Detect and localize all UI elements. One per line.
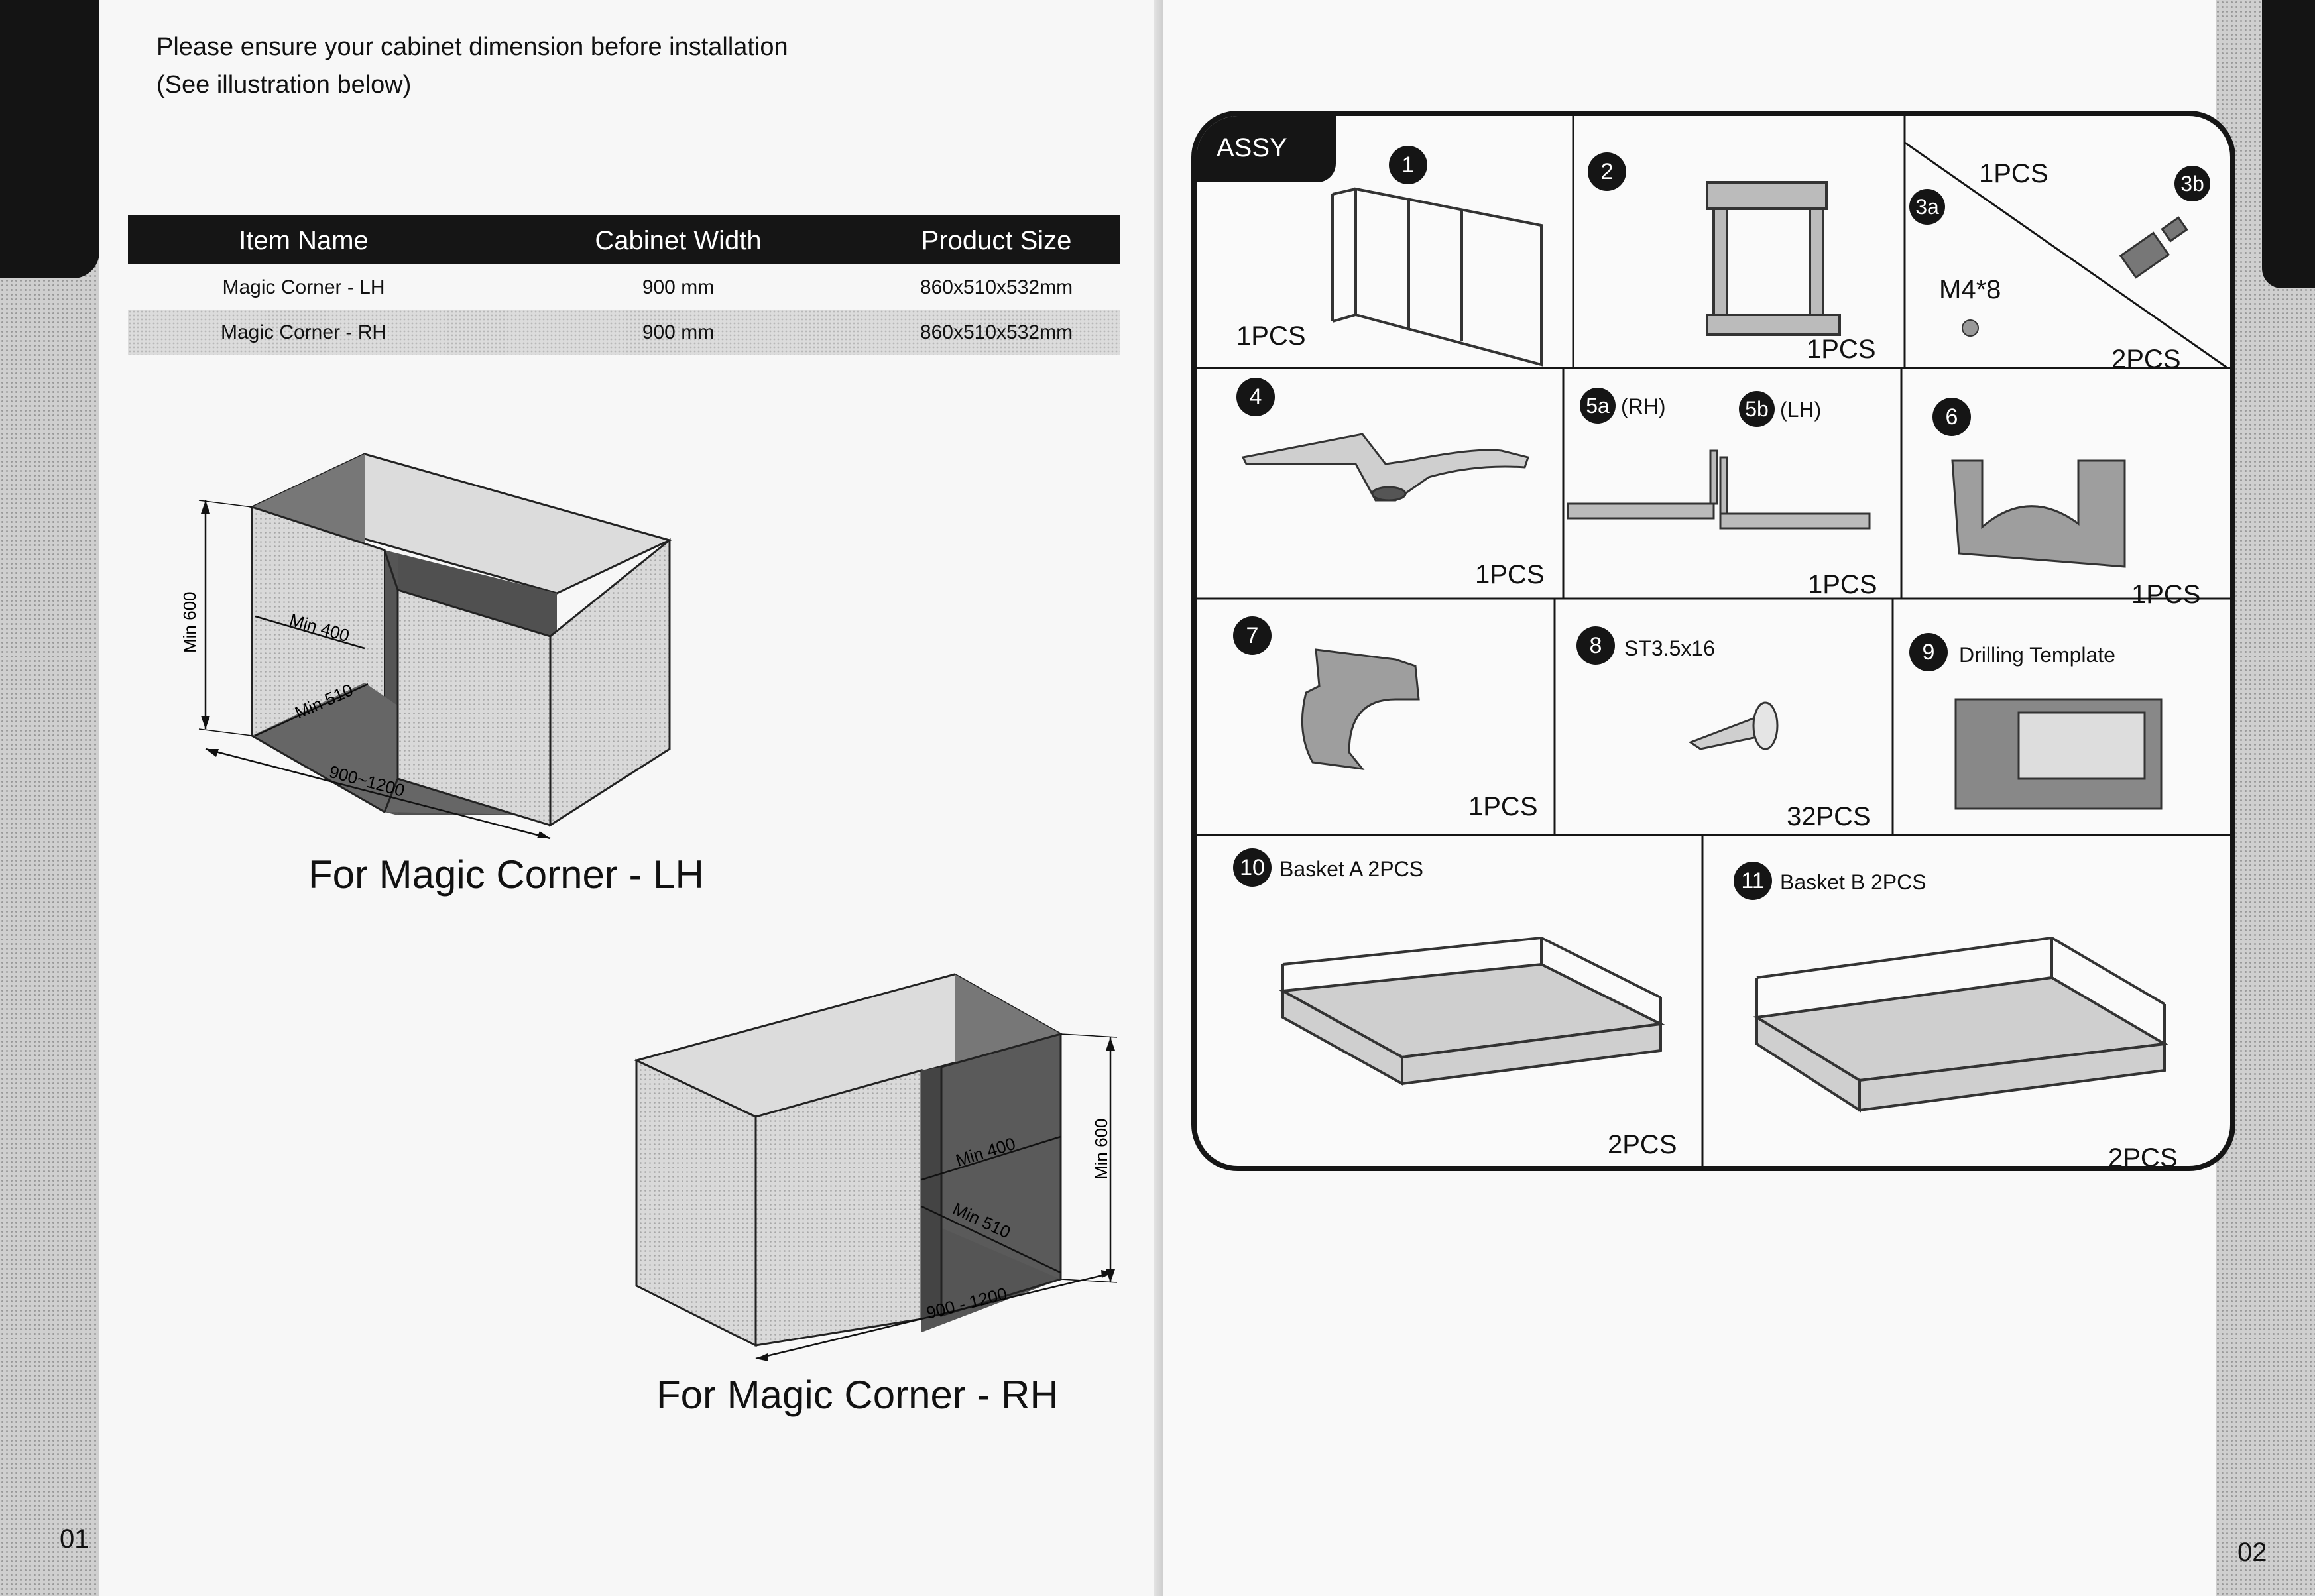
part-3a-badge: 3a — [1909, 189, 1945, 225]
cell-cabinet-width: 900 mm — [642, 276, 715, 298]
caption-lh: For Magic Corner - LH — [308, 852, 704, 897]
assy-label: ASSY — [1197, 116, 1336, 182]
rh-cabinet-diagram: Min 600 Min 400 Min 510 900 - 1200 — [633, 973, 1118, 1361]
part-3b-qty: 2PCS — [2111, 345, 2181, 374]
part-9-badge: 9 — [1909, 633, 1948, 671]
part-8-qty: 32PCS — [1787, 802, 1871, 831]
caption-rh: For Magic Corner - RH — [656, 1373, 1059, 1417]
part-5b-label: (LH) — [1780, 398, 1822, 422]
intro-line-1: Please ensure your cabinet dimension bef… — [156, 33, 788, 61]
spec-table: Item Name Cabinet Width Product Size Mag… — [128, 215, 1120, 355]
part-3a-qty: 1PCS — [1979, 159, 2048, 188]
page-number-right: 02 — [2237, 1538, 2267, 1567]
header-cabinet-width: Cabinet Width — [595, 226, 762, 255]
left-page: Please ensure your cabinet dimension bef… — [0, 0, 1120, 1596]
rh-height-dim: Min 600 — [1091, 1119, 1111, 1180]
part-5a-label: (RH) — [1621, 394, 1666, 418]
part-9-label: Drilling Template — [1959, 643, 2115, 667]
part-3b-badge: 3b — [2174, 166, 2210, 201]
part-1-badge: 1 — [1389, 146, 1427, 184]
part-1-qty: 1PCS — [1236, 321, 1306, 351]
part-10-badge: 10 — [1233, 848, 1272, 887]
lh-cabinet-diagram: Min 600 Min 400 Min 510 900~1200 — [180, 453, 673, 840]
part-11-label: Basket B 2PCS — [1780, 870, 1927, 894]
part-4-qty: 1PCS — [1475, 560, 1545, 589]
part-3a-label: M4*8 — [1939, 275, 2001, 304]
table-row: Magic Corner - RH 900 mm 860x510x532mm — [128, 310, 1120, 355]
spec-table-header: Item Name Cabinet Width Product Size — [128, 215, 1120, 264]
part-11-qty: 2PCS — [2108, 1143, 2178, 1171]
part-8-label: ST3.5x16 — [1624, 636, 1715, 660]
part-5-qty: 1PCS — [1808, 570, 1877, 599]
part-2-qty: 1PCS — [1807, 335, 1876, 364]
cell-cabinet-width: 900 mm — [642, 321, 715, 343]
cell-item-name: Magic Corner - RH — [220, 321, 387, 343]
part-11-badge: 11 — [1734, 862, 1772, 900]
part-6-qty: 1PCS — [2131, 580, 2201, 609]
cell-product-size: 860x510x532mm — [920, 276, 1073, 298]
header-product-size: Product Size — [921, 226, 1072, 255]
page-edge-tab — [2262, 0, 2315, 288]
part-5b-badge: 5b — [1739, 391, 1775, 427]
table-row: Magic Corner - LH 900 mm 860x510x532mm — [128, 264, 1120, 310]
parts-grid — [1197, 116, 2230, 1166]
part-6-badge: 6 — [1932, 398, 1971, 436]
part-2-badge: 2 — [1588, 152, 1626, 191]
intro-line-2: (See illustration below) — [156, 71, 412, 99]
cell-product-size: 860x510x532mm — [920, 321, 1073, 343]
page-number-left: 01 — [60, 1524, 89, 1554]
page-edge-tab — [0, 0, 99, 278]
lh-height-dim: Min 600 — [180, 592, 200, 654]
part-10-qty: 2PCS — [1608, 1130, 1677, 1159]
assembly-parts-panel: ASSY 1 1PCS 2 1PCS 3a M4*8 1PCS 3b 2PCS … — [1191, 111, 2235, 1171]
cell-item-name: Magic Corner - LH — [222, 276, 385, 298]
part-5a-badge: 5a — [1580, 388, 1616, 424]
part-4-badge: 4 — [1236, 378, 1275, 416]
part-10-label: Basket A 2PCS — [1279, 857, 1424, 881]
part-7-qty: 1PCS — [1468, 792, 1538, 821]
part-8-badge: 8 — [1576, 626, 1615, 665]
assy-label-text: ASSY — [1217, 133, 1287, 162]
part-7-badge: 7 — [1233, 616, 1272, 655]
header-item-name: Item Name — [239, 226, 369, 255]
